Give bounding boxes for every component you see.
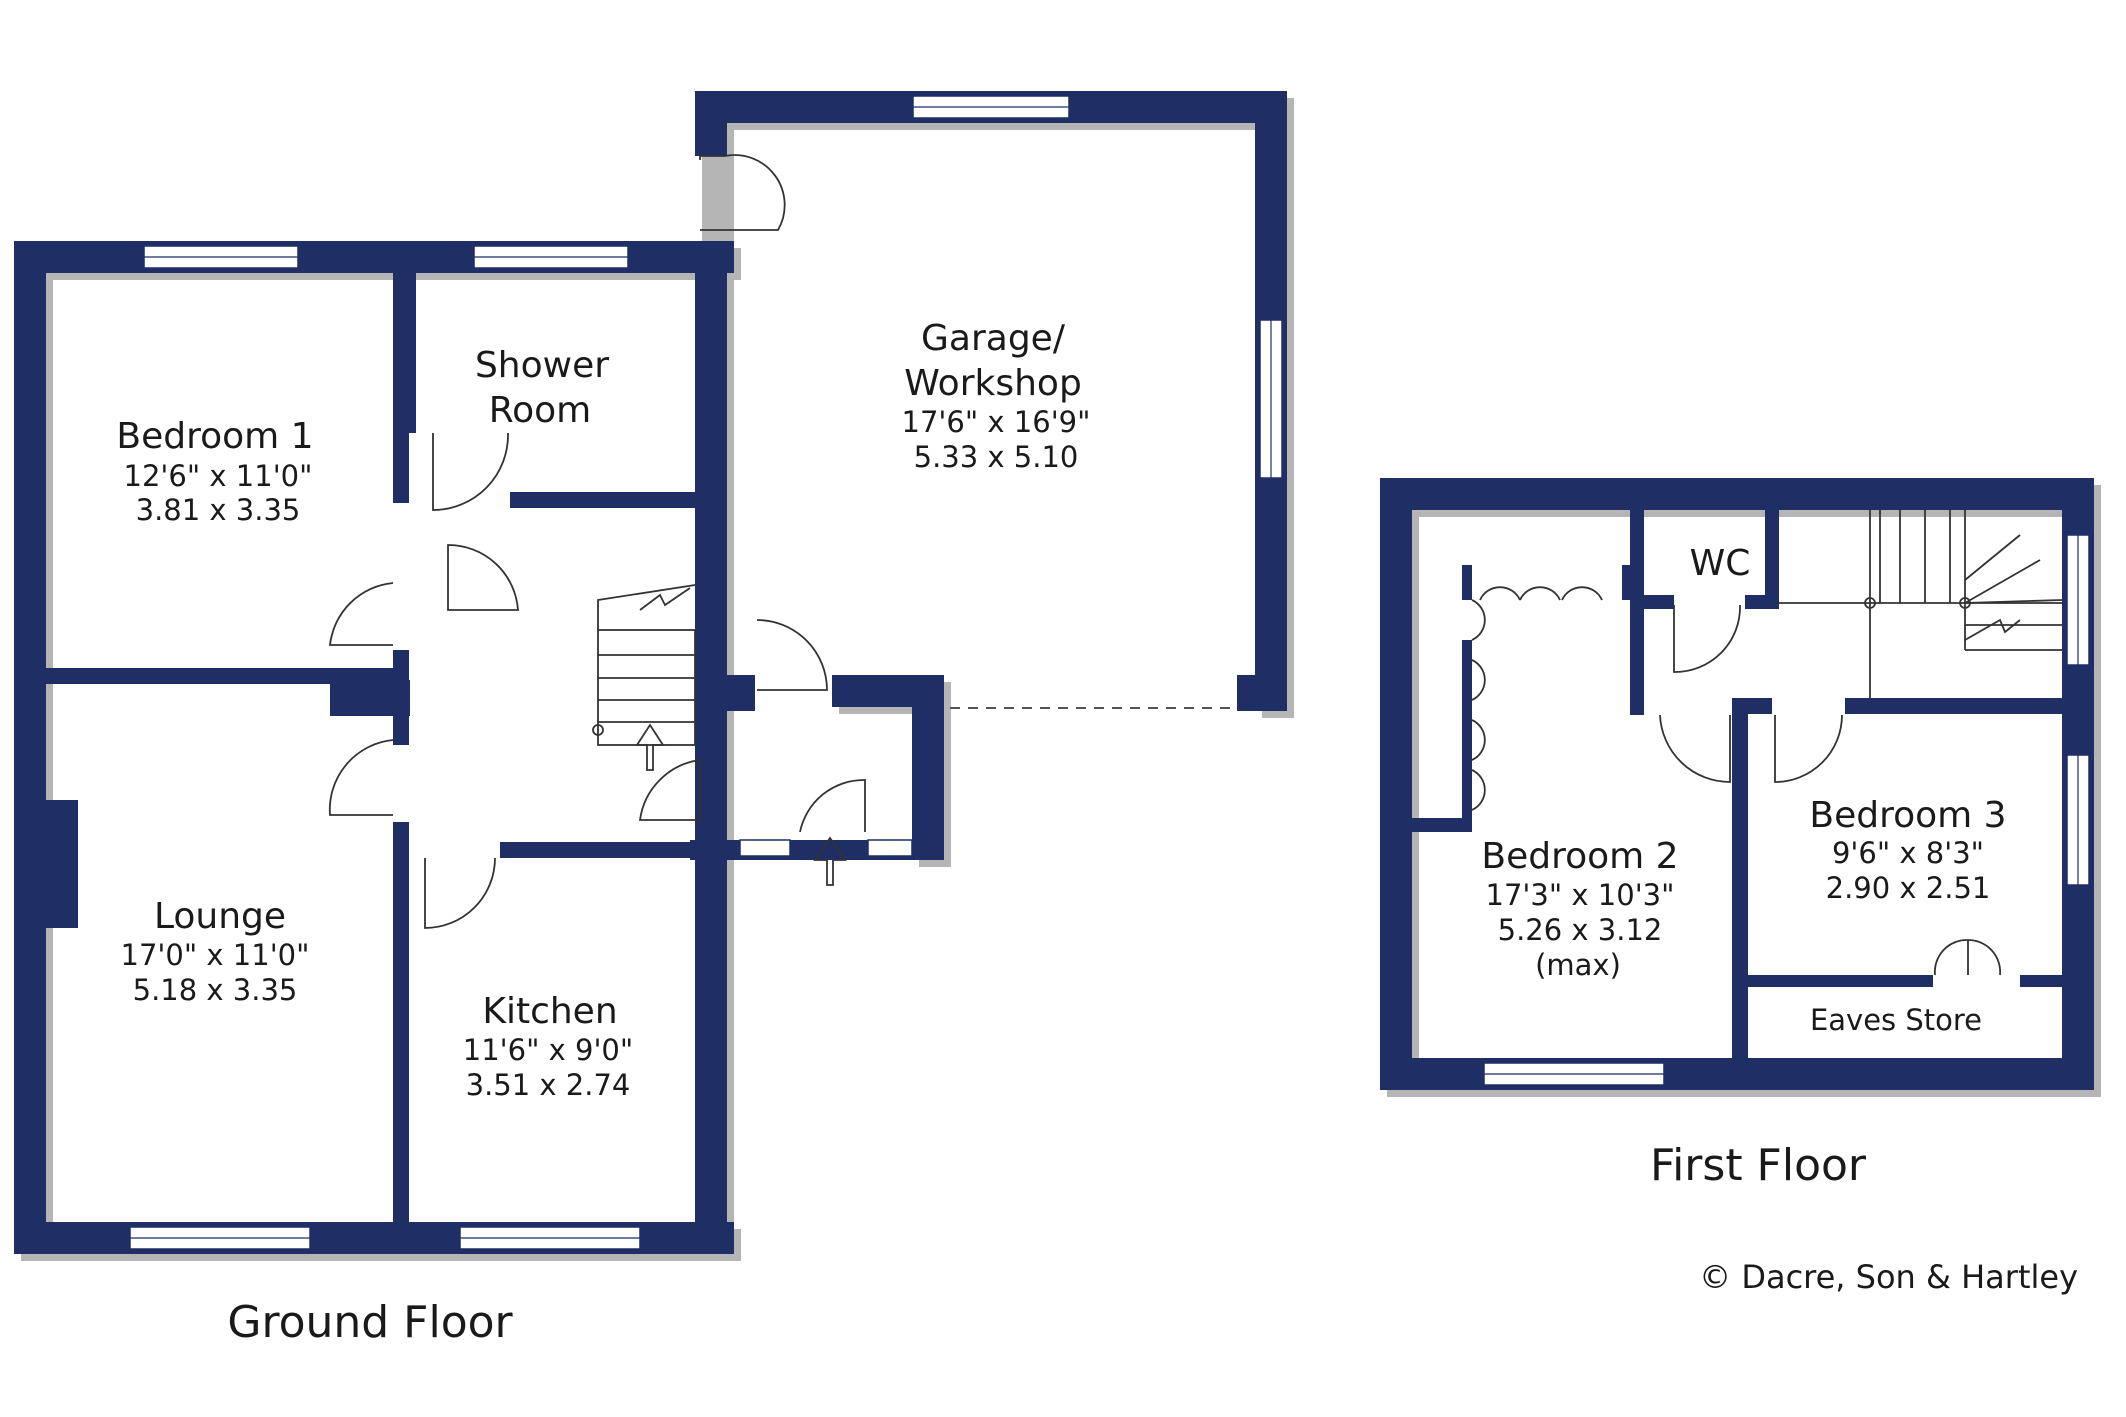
first-wall-bed2-bed3 xyxy=(1732,698,1748,1058)
entrance-arrow-icon xyxy=(813,836,847,886)
ground-wall-west xyxy=(14,241,46,1254)
first-wall-wc-west xyxy=(1630,510,1644,715)
interior-wall-lounge-east xyxy=(393,822,409,1222)
ground-windows xyxy=(129,95,1283,1250)
porch-wall-east xyxy=(912,675,944,860)
first-wall-eaves-north xyxy=(1748,975,1933,987)
first-wall-eaves-north2 xyxy=(2020,975,2062,987)
interior-wall-stair-east xyxy=(695,675,755,711)
first-stairs xyxy=(1779,510,2063,698)
garage-name-line2: Workshop xyxy=(904,363,1082,404)
first-floor-title: First Floor xyxy=(1650,1140,1867,1191)
garage-metric: 5.33 x 5.10 xyxy=(914,440,1079,474)
first-floor-plan: WC Bedroom 2 17'3" x 10'3" 5.26 x 3.12 (… xyxy=(1380,478,2101,1191)
lounge-name: Lounge xyxy=(154,896,286,937)
interior-wall-kitchen-north xyxy=(500,842,700,858)
bedroom3-imperial: 9'6" x 8'3" xyxy=(1832,836,1984,870)
lounge-imperial: 17'0" x 11'0" xyxy=(121,938,310,972)
garage-imperial: 17'6" x 16'9" xyxy=(902,405,1091,439)
ground-floor-title: Ground Floor xyxy=(227,1297,513,1348)
interior-wall-shower-west xyxy=(400,273,416,433)
bedroom3-name: Bedroom 3 xyxy=(1809,795,2006,836)
first-wall-wardrobe-top-stub2 xyxy=(1622,565,1632,600)
kitchen-name: Kitchen xyxy=(482,991,617,1032)
ground-floor-plan: Bedroom 1 12'6" x 11'0" 3.81 x 3.35 Show… xyxy=(14,91,1294,1348)
shower-room-name-line2: Room xyxy=(489,390,592,431)
ground-doors xyxy=(328,154,866,929)
chimney-breast xyxy=(46,800,78,928)
garage-name-line1: Garage/ xyxy=(921,318,1066,359)
ground-stairs xyxy=(592,584,696,746)
wardrobes xyxy=(1471,586,1603,811)
copyright-notice: © Dacre, Son & Hartley xyxy=(1699,1258,2078,1296)
first-wall-north xyxy=(1380,478,2094,510)
first-wall-wc-south2 xyxy=(1745,595,1779,609)
first-doors xyxy=(1659,604,2002,976)
ground-wall-east xyxy=(695,241,727,1254)
first-wall-wc-east xyxy=(1765,510,1779,600)
wc-name: WC xyxy=(1690,543,1751,584)
bedroom2-imperial: 17'3" x 10'3" xyxy=(1486,878,1675,912)
interior-wall-bed1-east-lower xyxy=(393,650,409,745)
first-wall-west xyxy=(1380,478,1412,1090)
first-wall-wc-south xyxy=(1644,595,1674,609)
bedroom2-metric: 5.26 x 3.12 xyxy=(1498,913,1663,947)
interior-wall-bed1-lounge xyxy=(46,668,398,684)
first-windows xyxy=(1483,534,2090,1086)
bedroom1-name: Bedroom 1 xyxy=(116,416,313,457)
stair-direction-arrow-icon xyxy=(635,723,665,771)
kitchen-metric: 3.51 x 2.74 xyxy=(466,1068,631,1102)
first-wall-wardrobe-top-stub xyxy=(1462,565,1472,600)
interior-wall-shower-south xyxy=(510,492,710,508)
lounge-metric: 5.18 x 3.35 xyxy=(133,973,298,1007)
first-wall-wardrobe-nib xyxy=(1412,818,1472,832)
first-wall-bed3-north xyxy=(1845,698,2062,714)
bedroom2-name: Bedroom 2 xyxy=(1481,836,1678,877)
shower-room-name-line1: Shower xyxy=(475,345,609,386)
first-wall-wardrobe-west xyxy=(1462,640,1472,830)
bedroom3-metric: 2.90 x 2.51 xyxy=(1826,871,1991,905)
bedroom1-imperial: 12'6" x 11'0" xyxy=(124,459,313,493)
bedroom1-metric: 3.81 x 3.35 xyxy=(136,493,301,527)
bedroom2-note: (max) xyxy=(1535,948,1621,982)
garage-door-pier xyxy=(1237,675,1287,711)
kitchen-imperial: 11'6" x 9'0" xyxy=(463,1033,633,1067)
eaves-store-name: Eaves Store xyxy=(1810,1003,1982,1037)
